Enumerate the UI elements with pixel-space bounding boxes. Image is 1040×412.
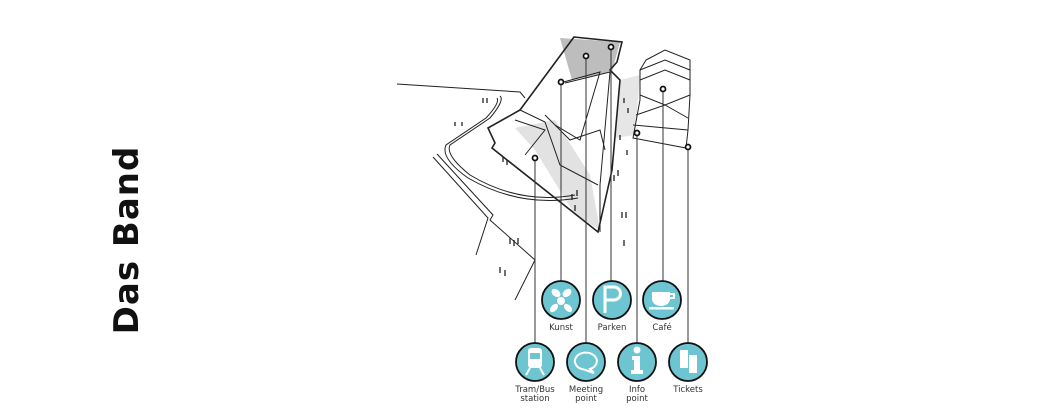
info-icon <box>631 346 643 374</box>
speech-bubble-icon <box>573 351 598 374</box>
poi-meeting[interactable]: Meeting point <box>566 342 606 404</box>
poi-label: station <box>520 394 549 404</box>
tram-icon <box>525 348 545 376</box>
parking-icon <box>603 285 622 313</box>
poi-cafe[interactable]: Café <box>642 280 682 333</box>
poi-parken[interactable]: Parken <box>592 280 632 333</box>
poi-tram[interactable]: Tram/Bus station <box>514 342 555 404</box>
poi-label: Info <box>629 385 645 395</box>
poi-label: Café <box>652 322 671 333</box>
poi-label: Kunst <box>549 323 573 333</box>
poi-label: Parken <box>598 323 627 333</box>
coffee-cup-icon <box>649 292 675 310</box>
poi-label: Tickets <box>672 385 703 395</box>
poi-kunst[interactable]: Kunst <box>541 280 581 333</box>
leader-lines <box>531 43 692 343</box>
poi-label: point <box>575 394 597 404</box>
poi-label: Meeting <box>569 385 603 395</box>
tickets-icon <box>680 350 697 373</box>
poi-info[interactable]: Info point <box>617 342 657 404</box>
poi-tickets[interactable]: Tickets <box>668 342 708 395</box>
poi-label: Tram/Bus <box>514 385 555 395</box>
poi-label: point <box>626 394 648 404</box>
site-drawing <box>396 36 691 301</box>
balloon-dog-icon <box>549 288 573 313</box>
